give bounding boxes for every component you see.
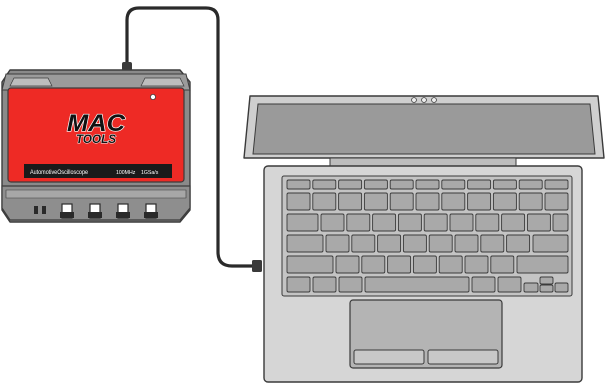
keyboard-key — [287, 180, 310, 189]
scope-sample-rate-label: 1GSa/s — [141, 170, 159, 176]
keyboard-key — [362, 256, 385, 273]
power-led-icon — [150, 94, 155, 99]
keyboard-key — [403, 235, 426, 252]
keyboard-key — [287, 277, 310, 292]
keyboard-key — [424, 214, 447, 231]
bnc-connector-icon — [144, 204, 158, 218]
keyboard-key — [313, 193, 336, 210]
bnc-connector-icon — [60, 204, 74, 218]
keyboard-key — [390, 193, 413, 210]
keyboard-key — [476, 214, 499, 231]
aux-port-icon — [42, 206, 46, 214]
oscilloscope-device: MAC TOOLS AutomotiveOscilloscope 100MHz … — [2, 70, 190, 222]
camera-icon — [432, 98, 437, 103]
keyboard-key — [336, 256, 359, 273]
keyboard-key — [313, 277, 336, 292]
keyboard-key — [481, 235, 504, 252]
keyboard-key — [352, 235, 375, 252]
scope-bandwidth-label: 100MHz — [116, 170, 136, 176]
keyboard-key — [326, 235, 349, 252]
keyboard-key — [398, 214, 421, 231]
keyboard-key — [491, 256, 514, 273]
keyboard-key — [519, 180, 542, 189]
keyboard-key — [524, 283, 538, 292]
keyboard-key — [540, 285, 553, 292]
keyboard-key — [472, 277, 495, 292]
keyboard-key — [287, 214, 318, 231]
logo-tools: TOOLS — [76, 132, 116, 146]
bnc-connector-icon — [88, 204, 102, 218]
keyboard-key — [527, 214, 550, 231]
keyboard-key — [555, 283, 568, 292]
laptop-screen — [253, 104, 595, 154]
bnc-connector-icon — [116, 204, 130, 218]
keyboard-key — [507, 235, 530, 252]
keyboard-key — [287, 193, 310, 210]
keyboard-key — [339, 193, 362, 210]
keyboard-key — [365, 277, 469, 292]
keyboard-key — [493, 180, 516, 189]
keyboard-key — [313, 180, 336, 189]
keyboard-key — [439, 256, 462, 273]
keyboard-key — [455, 235, 478, 252]
keyboard-key — [442, 193, 465, 210]
keyboard-key — [373, 214, 396, 231]
keyboard-key — [533, 235, 568, 252]
keyboard-key — [390, 180, 413, 189]
keyboard-key — [347, 214, 370, 231]
keyboard-key — [468, 193, 491, 210]
scope-model-label: AutomotiveOscilloscope — [30, 170, 89, 176]
keyboard-key — [429, 235, 452, 252]
keyboard-key — [364, 193, 387, 210]
keyboard-key — [553, 214, 568, 231]
keyboard-key — [442, 180, 465, 189]
keyboard-key — [465, 256, 488, 273]
keyboard-key — [545, 180, 568, 189]
camera-icon — [422, 98, 427, 103]
cable-plug-laptop — [252, 260, 262, 272]
keyboard-key — [519, 193, 542, 210]
keyboard-key — [287, 235, 323, 252]
keyboard-key — [364, 180, 387, 189]
keyboard-key — [321, 214, 344, 231]
keyboard-key — [545, 193, 568, 210]
keyboard-key — [502, 214, 525, 231]
keyboard-key — [540, 277, 553, 284]
keyboard-key — [413, 256, 436, 273]
touchpad-right-button — [428, 350, 498, 364]
camera-icon — [412, 98, 417, 103]
keyboard-key — [339, 277, 362, 292]
keyboard-key — [378, 235, 401, 252]
keyboard-key — [416, 180, 439, 189]
keyboard-key — [468, 180, 491, 189]
keyboard-key — [416, 193, 439, 210]
keyboard-key — [450, 214, 473, 231]
keyboard-key — [493, 193, 516, 210]
keyboard-key — [388, 256, 411, 273]
keyboard-key — [498, 277, 521, 292]
aux-port-icon — [34, 206, 38, 214]
keyboard-key — [517, 256, 568, 273]
touchpad-left-button — [354, 350, 424, 364]
laptop — [244, 96, 604, 382]
keyboard-key — [287, 256, 333, 273]
keyboard-key — [339, 180, 362, 189]
